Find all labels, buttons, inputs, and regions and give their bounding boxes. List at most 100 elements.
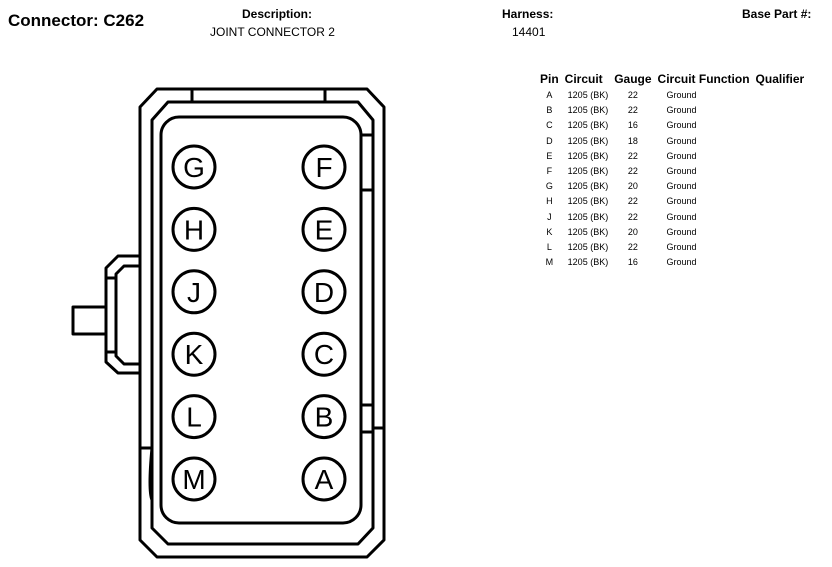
circuit-cell: 1205 (BK) (567, 257, 609, 268)
gauge-cell: 20 (627, 226, 638, 237)
table-row: E 1205 (BK) 22 Ground (537, 149, 807, 164)
pin-cell: K (546, 226, 553, 237)
pin-j-circle (171, 269, 217, 315)
function-cell: Ground (666, 196, 697, 207)
qualifier-cell (753, 194, 808, 209)
pin-cell: D (546, 135, 553, 146)
gauge-cell: 22 (627, 90, 638, 100)
circuit-cell: 1205 (BK) (567, 166, 609, 177)
col-pin: Pin (540, 72, 559, 86)
table-row: F 1205 (BK) 22 Ground (537, 164, 807, 179)
function-cell: Ground (666, 181, 697, 192)
gauge-cell: 20 (627, 181, 638, 192)
table-row: C 1205 (BK) 16 Ground (537, 118, 807, 133)
qualifier-cell (753, 149, 808, 164)
gauge-cell: 22 (627, 150, 638, 161)
description-label: Description: (242, 7, 313, 21)
pin-e-circle (301, 206, 347, 252)
pin-m-circle (171, 456, 217, 502)
function-cell: Ground (666, 166, 697, 177)
table-row: G 1205 (BK) 20 Ground (537, 179, 807, 194)
gauge-cell: 22 (627, 105, 638, 116)
pin-table-header: Pin Circuit Gauge Circuit Function Quali… (537, 72, 807, 88)
qualifier-cell (753, 118, 808, 133)
connector-title: Connector: C262 (8, 11, 145, 30)
function-cell: Ground (666, 211, 697, 222)
right-notch-lower (361, 403, 373, 434)
circuit-cell: 1205 (BK) (567, 211, 609, 222)
pin-d-label: D (314, 277, 334, 308)
pin-g-circle (171, 144, 217, 190)
gauge-cell: 22 (627, 242, 638, 253)
pin-cell: H (546, 196, 553, 207)
pin-g-label: G (183, 152, 205, 183)
pin-c-circle (301, 331, 347, 377)
housing-inner-rim (150, 100, 375, 546)
function-cell: Ground (666, 90, 697, 100)
pin-b-circle (301, 394, 347, 440)
col-qualifier: Qualifier (755, 72, 805, 86)
pin-h-circle (171, 206, 217, 252)
pin-table: Pin Circuit Gauge Circuit Function Quali… (537, 72, 807, 270)
latch-key (71, 305, 108, 336)
pin-c-label: C (314, 339, 334, 370)
pin-cavity-area (159, 115, 363, 525)
function-cell: Ground (666, 242, 697, 253)
function-cell: Ground (666, 150, 697, 161)
circuit-cell: 1205 (BK) (567, 150, 609, 161)
table-row: H 1205 (BK) 22 Ground (537, 194, 807, 209)
col-circuit-function: Circuit Function (657, 72, 750, 86)
circuit-cell: 1205 (BK) (567, 196, 609, 207)
lower-left-bracket (148, 447, 154, 501)
circuit-cell: 1205 (BK) (567, 181, 609, 192)
gauge-cell: 22 (627, 196, 638, 207)
harness-value: 14401 (512, 25, 546, 39)
pin-k-circle (171, 331, 217, 377)
pin-cell: C (546, 120, 553, 131)
qualifier-cell (753, 103, 808, 118)
pin-f-label: F (315, 152, 332, 183)
right-notch-upper (361, 133, 373, 192)
pin-m-label: M (182, 464, 205, 495)
circuit-cell: 1205 (BK) (567, 226, 609, 237)
pin-l-label: L (186, 402, 202, 433)
circuit-cell: 1205 (BK) (567, 242, 609, 253)
function-cell: Ground (666, 135, 697, 146)
pin-cell: F (546, 166, 553, 177)
latch-inner (114, 264, 140, 366)
qualifier-cell (753, 164, 808, 179)
pin-cell: E (546, 150, 553, 161)
qualifier-cell (753, 225, 808, 240)
pin-b-label: B (315, 402, 334, 433)
base-part-label: Base Part #: (742, 7, 812, 21)
housing-outline (138, 87, 386, 559)
qualifier-cell (753, 255, 808, 270)
pin-cell: L (546, 242, 552, 253)
col-gauge: Gauge (614, 72, 652, 86)
circuit-cell: 1205 (BK) (567, 120, 609, 131)
description-value: JOINT CONNECTOR 2 (210, 25, 335, 39)
pin-cell: G (545, 181, 553, 192)
qualifier-cell (753, 210, 808, 225)
pin-e-label: E (315, 214, 334, 245)
qualifier-cell (753, 88, 808, 103)
gauge-cell: 22 (627, 166, 638, 177)
pin-a-circle (301, 456, 347, 502)
pin-h-label: H (184, 214, 204, 245)
gauge-cell: 18 (627, 135, 638, 146)
latch-outer (104, 254, 140, 375)
gauge-cell: 16 (627, 120, 638, 131)
pin-a-label: A (315, 464, 334, 495)
pin-k-label: K (185, 339, 204, 370)
qualifier-cell (753, 134, 808, 149)
function-cell: Ground (666, 120, 697, 131)
